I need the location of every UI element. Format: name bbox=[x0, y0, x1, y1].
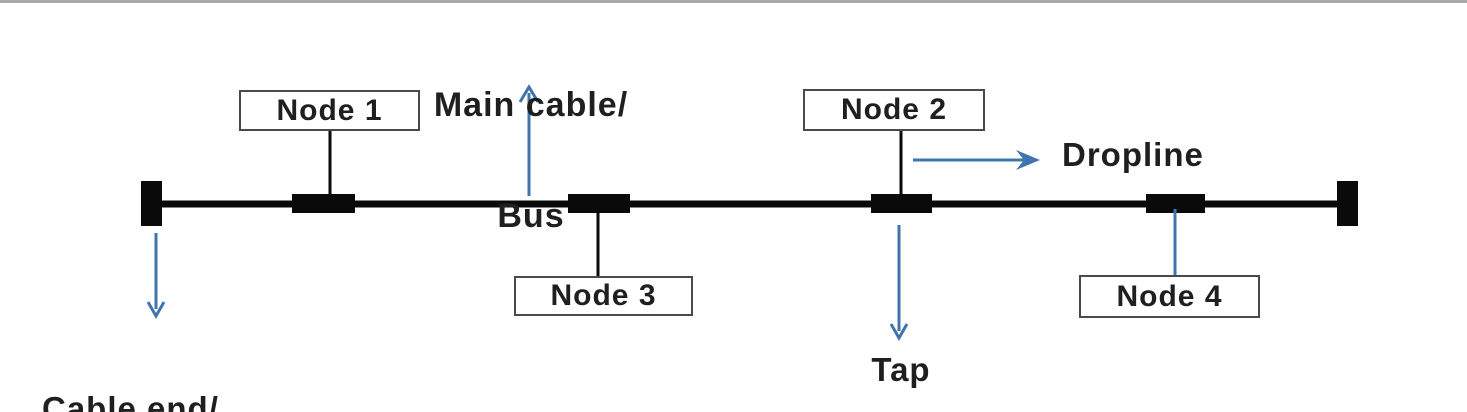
main-cable-arrow bbox=[518, 84, 540, 196]
node3-label: Node 3 bbox=[550, 279, 657, 312]
node2-box: Node 2 bbox=[803, 89, 985, 131]
node3-box: Node 3 bbox=[514, 276, 693, 316]
dropline-label: Dropline bbox=[1062, 136, 1204, 173]
left-terminator bbox=[141, 181, 162, 226]
diagram-shapes-layer bbox=[141, 84, 1358, 342]
tap-node2 bbox=[871, 194, 932, 213]
cable-end-label-line1: Cable end/ bbox=[42, 390, 219, 412]
main-cable-label-line1: Main cable/ bbox=[433, 86, 629, 124]
tap-node1 bbox=[292, 194, 355, 213]
tap-arrow bbox=[889, 225, 909, 342]
cable-end-label: Cable end/ terminator bbox=[42, 321, 219, 412]
main-cable-label-line2: Bus bbox=[497, 197, 565, 235]
cable-end-arrow bbox=[146, 233, 166, 320]
right-terminator bbox=[1337, 181, 1358, 226]
tap-node4 bbox=[1146, 194, 1205, 213]
node4-label: Node 4 bbox=[1116, 279, 1223, 313]
node1-label: Node 1 bbox=[276, 93, 383, 127]
node1-box: Node 1 bbox=[239, 90, 420, 131]
node2-label: Node 2 bbox=[840, 93, 948, 126]
main-cable-label: Main cable/ Bus bbox=[381, 13, 681, 309]
node4-box: Node 4 bbox=[1079, 275, 1260, 318]
dropline-arrow bbox=[913, 150, 1040, 170]
tap-label: Tap bbox=[871, 351, 931, 388]
tap-node3 bbox=[568, 194, 630, 213]
